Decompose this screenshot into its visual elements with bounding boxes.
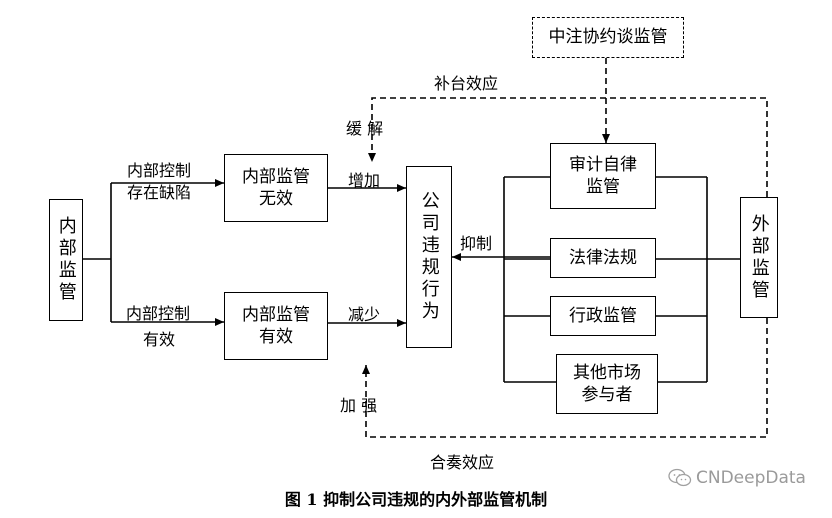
node-market-participants: 其他市场 参与者 bbox=[556, 354, 658, 414]
label-control-effective-line2: 有效 bbox=[143, 330, 176, 349]
figure-caption: 图 1 抑制公司违规的内外部监管机制 bbox=[284, 490, 548, 509]
label-control-defect: 内部控制 存在缺陷 bbox=[127, 161, 192, 202]
wechat-icon bbox=[668, 468, 692, 487]
label-strengthen: 加 强 bbox=[340, 396, 378, 415]
watermark-text: CNDeepData bbox=[696, 468, 806, 488]
node-internal-ineffective-label: 内部监管 无效 bbox=[242, 166, 310, 209]
node-internal-effective: 内部监管 有效 bbox=[224, 292, 328, 360]
label-mitigate: 缓 解 bbox=[346, 119, 384, 138]
node-admin-supervision: 行政监管 bbox=[550, 296, 656, 336]
label-decrease: 减少 bbox=[348, 305, 381, 324]
label-increase: 增加 bbox=[348, 171, 381, 190]
label-control-effective-line1: 内部控制 bbox=[126, 304, 191, 323]
node-market-participants-label: 其他市场 参与者 bbox=[573, 362, 641, 405]
node-external-supervision: 外部监管 bbox=[740, 197, 778, 318]
node-internal-ineffective: 内部监管 无效 bbox=[224, 154, 328, 222]
watermark: CNDeepData bbox=[668, 468, 806, 488]
node-self-audit: 审计自律 监管 bbox=[550, 143, 656, 209]
edge-complement-loop bbox=[368, 97, 768, 197]
node-internal-effective-label: 内部监管 有效 bbox=[242, 304, 310, 347]
node-law: 法律法规 bbox=[550, 238, 656, 278]
node-cpa-interview-label: 中注协约谈监管 bbox=[548, 27, 668, 48]
node-law-label: 法律法规 bbox=[569, 247, 637, 268]
edge-concert-loop bbox=[362, 318, 768, 438]
node-company-violation-label: 公司违规行为 bbox=[418, 191, 440, 323]
label-suppress: 抑制 bbox=[460, 234, 493, 253]
node-external-supervision-label: 外部监管 bbox=[748, 213, 770, 302]
node-self-audit-label: 审计自律 监管 bbox=[569, 154, 637, 197]
label-complement-effect: 补台效应 bbox=[434, 74, 499, 93]
node-cpa-interview: 中注协约谈监管 bbox=[532, 17, 684, 58]
node-internal-supervision: 内部监管 bbox=[49, 199, 83, 321]
label-concert-effect: 合奏效应 bbox=[430, 453, 495, 472]
node-admin-supervision-label: 行政监管 bbox=[569, 305, 637, 326]
node-company-violation: 公司违规行为 bbox=[406, 166, 452, 348]
node-internal-supervision-label: 内部监管 bbox=[55, 216, 77, 304]
